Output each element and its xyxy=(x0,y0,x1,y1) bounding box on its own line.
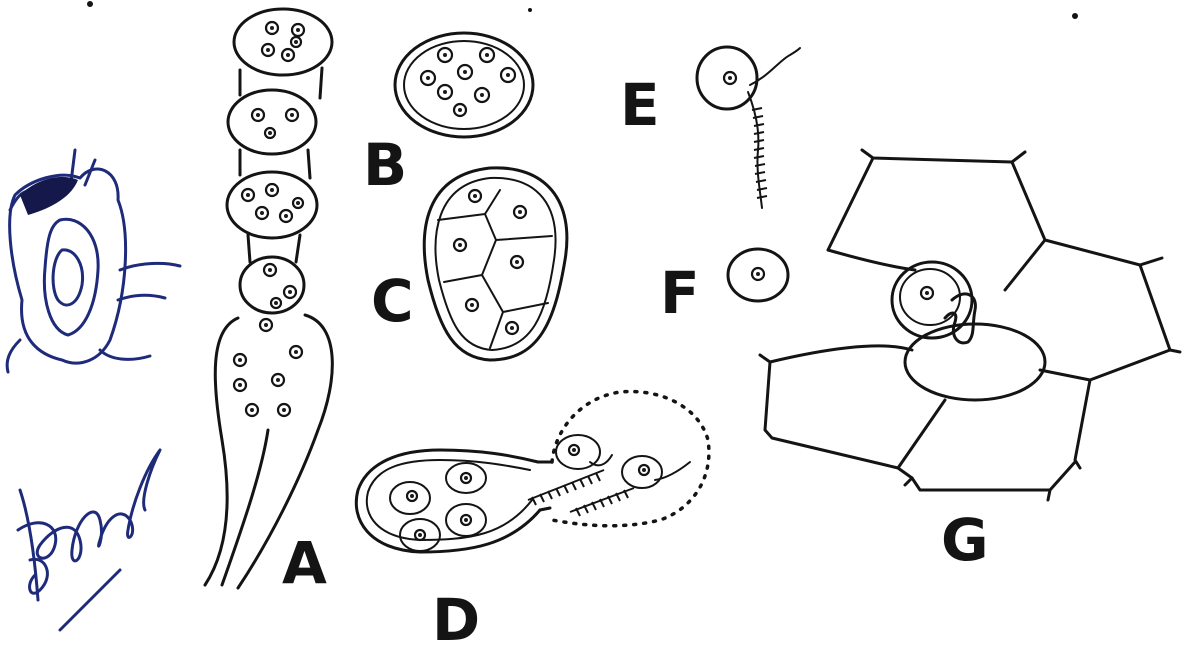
figure-d: D xyxy=(356,392,709,646)
ink-specks xyxy=(87,1,1078,19)
handwritten-signature xyxy=(18,450,160,630)
label-d: D xyxy=(432,586,480,646)
figure-b: B xyxy=(363,33,533,199)
pen-doodle-sketch xyxy=(7,150,180,372)
figure-e: E xyxy=(620,47,800,208)
label-a: A xyxy=(282,529,327,597)
figure-f: F xyxy=(660,249,788,327)
label-b: B xyxy=(363,131,407,199)
figure-a: A xyxy=(205,9,332,597)
label-g: G xyxy=(941,506,989,574)
label-c: C xyxy=(371,267,414,335)
label-f: F xyxy=(660,259,700,327)
figure-g: G xyxy=(760,150,1180,574)
label-e: E xyxy=(620,71,660,139)
nuclei-group xyxy=(234,22,304,416)
